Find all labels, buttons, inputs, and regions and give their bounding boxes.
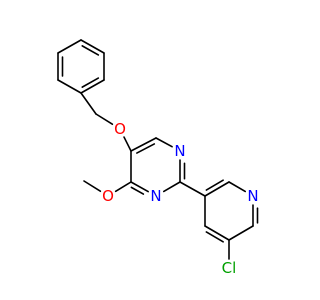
atom-o: O: [102, 187, 114, 205]
atom-label: O: [114, 120, 126, 138]
bond-9-inner: [136, 143, 156, 154]
bond-17: [179, 181, 206, 197]
bond-18: [204, 181, 230, 197]
bond-10: [155, 137, 173, 148]
atom-label: N: [247, 187, 258, 205]
bond-6: [80, 92, 97, 115]
bond-7: [95, 113, 114, 126]
atom-n: N: [150, 187, 161, 205]
bond-2-inner: [81, 45, 100, 56]
atoms-layer: O N N O N Cl: [102, 120, 259, 277]
bond-12: [162, 181, 181, 193]
atom-n: N: [174, 142, 185, 160]
bonds-layer: [57, 39, 259, 260]
atom-o: O: [114, 120, 126, 138]
atom-cl: Cl: [222, 259, 237, 277]
bond-1: [57, 39, 82, 54]
molecule-structure-diagram: O N N O N Cl: [57, 39, 259, 277]
bond-21: [228, 225, 254, 241]
bond-15: [114, 181, 132, 193]
atom-label: N: [150, 187, 161, 205]
bond-9: [130, 137, 157, 152]
bond-4-inner: [81, 77, 100, 88]
atom-label: O: [102, 187, 114, 205]
bond-13-inner: [130, 186, 145, 195]
bond-8: [123, 136, 132, 152]
bond-22-inner: [205, 231, 224, 243]
atom-label: Cl: [222, 259, 237, 277]
bond-5: [57, 79, 82, 94]
bond-13: [130, 181, 149, 193]
bond-22: [204, 225, 230, 241]
bond-19: [228, 181, 247, 193]
atom-n: N: [247, 187, 258, 205]
atom-label: N: [174, 142, 185, 160]
bond-2: [80, 39, 105, 54]
bond-18-inner: [205, 179, 224, 191]
bond-16: [83, 180, 102, 193]
bond-4: [80, 79, 105, 94]
